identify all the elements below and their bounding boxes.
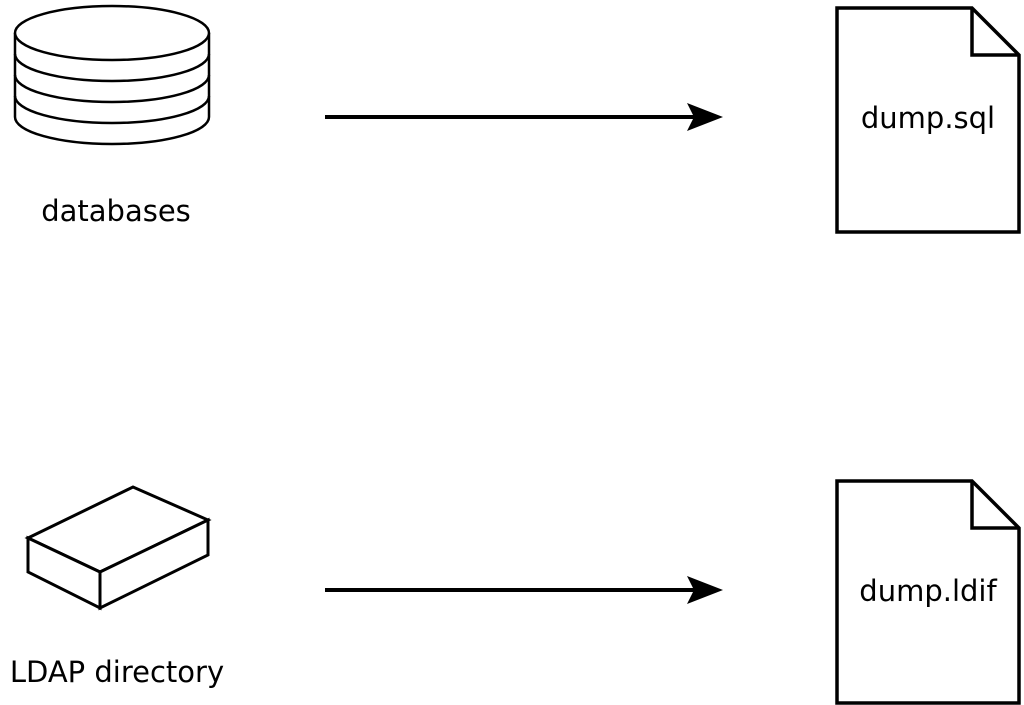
cylinder-top: [13, 4, 211, 62]
dump-ldif-label: dump.ldif: [859, 574, 997, 608]
ldap-directory-label: LDAP directory: [10, 655, 224, 689]
databases-label: databases: [41, 194, 191, 228]
box-3d-icon: [24, 485, 212, 611]
document-outline: [835, 479, 1021, 705]
database-cylinder-icon: [13, 4, 211, 146]
dump-sql-label: dump.sql: [861, 101, 995, 135]
document-file-icon: [835, 479, 1021, 705]
arrow-head: [687, 103, 723, 131]
document-corner-fold: [970, 481, 1019, 530]
cylinder-disk-line: [13, 53, 211, 83]
arrow-right-icon: [325, 103, 723, 131]
cylinder-disk-line: [13, 74, 211, 104]
box-right-face: [98, 517, 210, 611]
document-corner-fold: [970, 8, 1019, 57]
cylinder-disk-line: [13, 95, 211, 125]
arrow-head: [687, 576, 723, 604]
document-file-icon: [835, 6, 1021, 234]
arrow-right-icon: [325, 576, 723, 604]
document-outline: [835, 6, 1021, 234]
cylinder-body: [13, 33, 211, 146]
